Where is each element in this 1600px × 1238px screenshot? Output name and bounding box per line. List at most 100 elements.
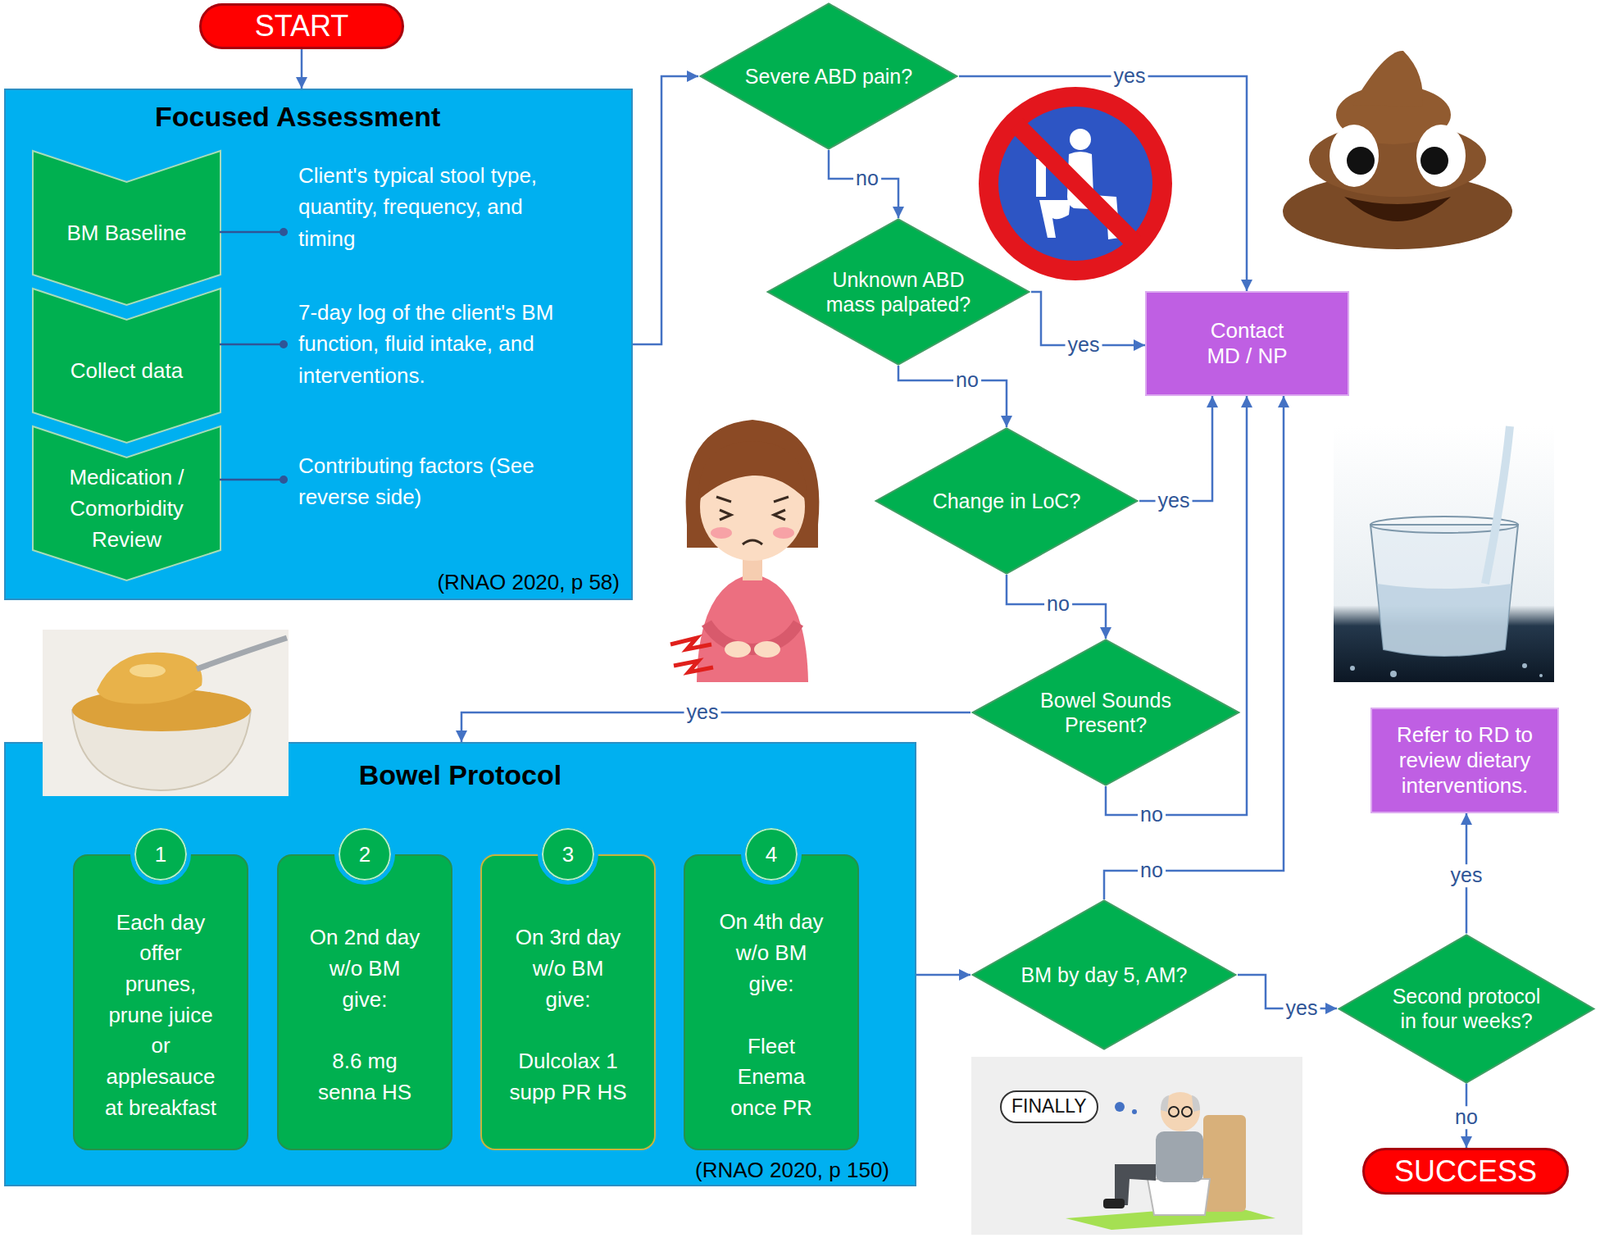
decision-diamond: Bowel Sounds Present? [970, 638, 1241, 787]
toilet-figure-photo [1131, 1109, 1137, 1114]
applesauce-photo [96, 652, 203, 705]
diamond-outline [972, 639, 1240, 785]
edge-label: no [1452, 1105, 1481, 1129]
callout-number: 3 [562, 842, 574, 867]
smiling-poop-emoji [1282, 50, 1513, 250]
decision-diamond: Change in LoC? [873, 427, 1140, 575]
leader-dot [279, 227, 288, 237]
worried-girl-illustration [670, 637, 712, 650]
callout-number: 1 [154, 842, 167, 867]
assessment-step-chevron: BM Baseline [31, 150, 222, 306]
water-glass-photo [1390, 670, 1397, 678]
worried-girl-illustration [716, 496, 789, 502]
toilet-figure-photo [1160, 1091, 1200, 1132]
applesauce-photo [129, 663, 166, 678]
decision-question: Bowel Sounds Present? [1023, 687, 1188, 737]
step-number-circle: 3 [537, 823, 599, 885]
decision-diamond: BM by day 5, AM? [970, 899, 1238, 1050]
leader-line [219, 231, 284, 234]
smiling-poop-emoji [1352, 50, 1423, 107]
chevron-outline [32, 426, 221, 581]
water-glass-photo [1539, 673, 1543, 678]
step-instruction: Each day offer prunes, prune juice or ap… [103, 907, 219, 1124]
decision-question: BM by day 5, AM? [1001, 962, 1207, 987]
edge-label: yes [1065, 333, 1103, 357]
diamond-outline [1336, 933, 1596, 1084]
step-instruction: On 2nd day w/o BM give: [307, 922, 423, 1015]
decision-question: Second protocol in four weeks? [1386, 983, 1547, 1033]
terminal-label: START [254, 9, 350, 43]
flow-connector [828, 150, 899, 219]
toilet-figure-photo [1155, 1131, 1204, 1182]
step-label: Medication / Comorbidity Review [57, 462, 197, 555]
assessment-detail: Client's typical stool type, quantity, f… [298, 159, 578, 255]
flow-connector [1006, 574, 1106, 639]
smiling-poop-emoji [1420, 146, 1449, 175]
no-sitting-sign [1016, 124, 1135, 243]
protocol-step-card: On 3rd day w/o BM give:Dulcolax 1 supp P… [480, 854, 656, 1150]
diamond-outline [1339, 934, 1595, 1082]
terminal-label: SUCCESS [1394, 1154, 1537, 1188]
applesauce-photo [72, 688, 251, 732]
step-label: Collect data [57, 355, 197, 387]
worried-girl-illustration [773, 509, 786, 520]
smiling-poop-emoji [1346, 146, 1375, 175]
protocol-panel: Bowel Protocol(RNAO 2020, p 150)Each day… [4, 741, 917, 1187]
decision-question: Change in LoC? [908, 488, 1105, 514]
leader-line [219, 231, 284, 480]
diamond-outline [765, 218, 1032, 366]
action-box: Contact MD / NP [1145, 290, 1350, 396]
toilet-figure-photo [1168, 1106, 1179, 1117]
step-instruction: On 4th day w/o BM give: [712, 906, 832, 1000]
callout-number: 2 [359, 842, 371, 867]
panel-heading: Focused Assessment [154, 100, 441, 134]
edge-label: yes [1448, 863, 1486, 887]
protocol-step-card: On 2nd day w/o BM give:8.6 mg senna HS2 [277, 854, 453, 1150]
edge-label: yes [1283, 996, 1321, 1020]
assessment-detail: Contributing factors (See reverse side) [298, 450, 578, 514]
leader-line [219, 343, 284, 346]
assessment-step-chevron: Medication / Comorbidity Review [31, 425, 222, 582]
worried-girl-illustration [673, 660, 714, 673]
step-number-circle: 4 [740, 823, 802, 885]
toilet-figure-photo [971, 1056, 1303, 1235]
worried-girl-illustration [724, 640, 751, 658]
step-number-circle: 1 [130, 823, 191, 885]
water-glass-photo [1485, 426, 1510, 584]
flow-connector [632, 76, 699, 345]
smiling-poop-emoji [1329, 124, 1379, 187]
start-terminal: START [199, 3, 405, 50]
worried-girl-illustration [742, 540, 763, 545]
water-glass-photo [1333, 426, 1555, 682]
water-glass-photo [1522, 663, 1528, 669]
chevron-outline [32, 150, 221, 305]
assessment-detail: 7-day log of the client's BM function, f… [298, 296, 578, 391]
water-glass-photo [1333, 426, 1555, 682]
referral-box: Refer to RD to review dietary interventi… [1370, 707, 1560, 814]
diamond-outline [700, 3, 958, 149]
diamond-outline [972, 900, 1237, 1049]
edge-label: no [853, 167, 882, 191]
toilet-figure-photo [971, 1056, 1303, 1235]
edge-label: no [1044, 592, 1073, 616]
toilet-figure-photo [1191, 1095, 1200, 1112]
flow-connector [300, 49, 304, 89]
step-instruction: On 3rd day w/o BM give: [509, 922, 628, 1015]
assessment-step-chevron: Collect data [31, 287, 222, 444]
worried-girl-illustration [754, 640, 781, 658]
applesauce-photo [42, 629, 289, 796]
smiling-poop-emoji [1416, 124, 1466, 187]
protocol-step-card: On 4th day w/o BM give:Fleet Enema once … [683, 854, 860, 1150]
toilet-figure-photo [1203, 1114, 1246, 1212]
worried-girl-illustration [772, 527, 795, 539]
flow-connector [898, 365, 1007, 428]
worried-girl-illustration [698, 440, 807, 500]
edge-label: no [1137, 803, 1166, 827]
toilet-figure-photo [1181, 1106, 1192, 1117]
no-sitting-sign [1069, 128, 1091, 150]
applesauce-photo [196, 637, 287, 669]
worried-girl-illustration [670, 419, 819, 682]
panel-heading: Bowel Protocol [5, 758, 915, 792]
leader-dot [279, 475, 288, 484]
